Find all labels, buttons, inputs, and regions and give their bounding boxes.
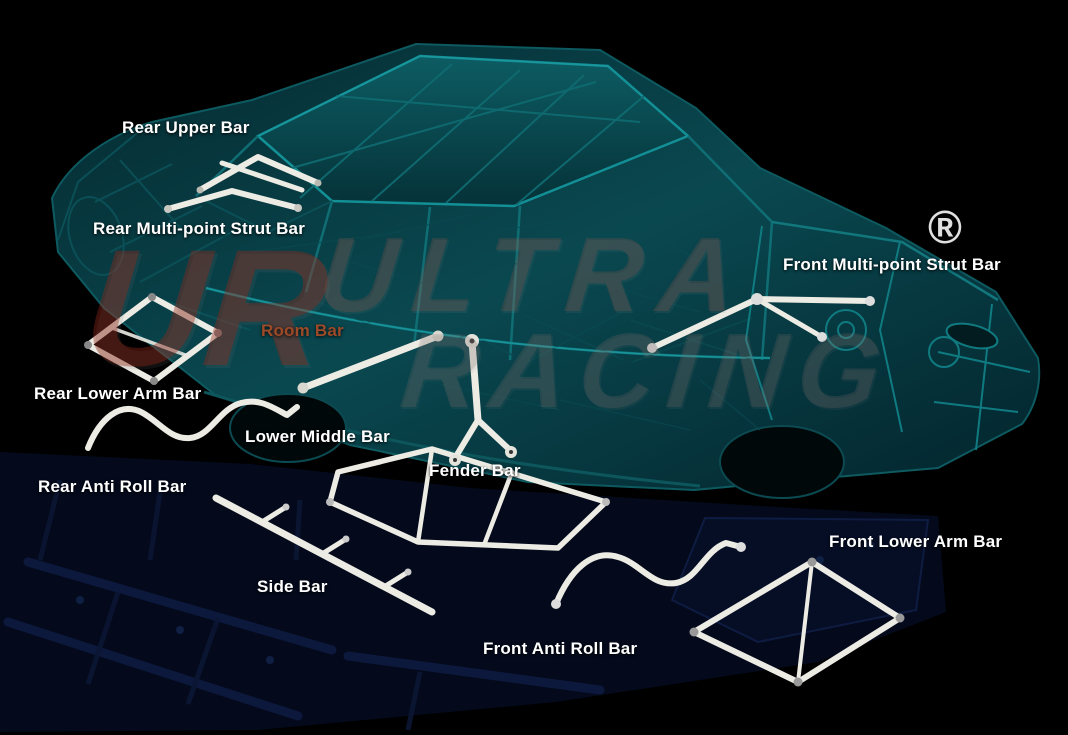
label-rear-anti-roll-bar: Rear Anti Roll Bar bbox=[38, 477, 187, 496]
label-front-lower-arm-bar: Front Lower Arm Bar bbox=[829, 532, 1003, 551]
label-front-anti-roll-bar: Front Anti Roll Bar bbox=[483, 639, 638, 658]
lower-middle-bar-part bbox=[326, 446, 610, 551]
rear-upper-bar-part bbox=[196, 154, 322, 194]
label-rear-upper-bar: Rear Upper Bar bbox=[122, 118, 250, 137]
label-side-bar: Side Bar bbox=[257, 577, 328, 596]
car-body-frame bbox=[50, 42, 1041, 499]
rear-lower-arm-bar-part bbox=[84, 293, 222, 385]
strut-bars bbox=[84, 154, 905, 687]
front-lower-arm-bar-part bbox=[689, 557, 905, 687]
under-chassis bbox=[0, 452, 946, 732]
label-rear-multi-point-strut-bar: Rear Multi-point Strut Bar bbox=[93, 219, 306, 238]
label-rear-lower-arm-bar: Rear Lower Arm Bar bbox=[34, 384, 202, 403]
label-front-multi-point-strut-bar: Front Multi-point Strut Bar bbox=[783, 255, 1001, 274]
label-lower-middle-bar: Lower Middle Bar bbox=[245, 427, 390, 446]
label-fender-bar: Fender Bar bbox=[429, 461, 521, 480]
front-multi-point-strut-bar-part bbox=[647, 293, 875, 353]
front-anti-roll-bar-part bbox=[551, 540, 746, 609]
room-bar-part bbox=[297, 330, 444, 394]
label-room-bar: Room Bar bbox=[261, 321, 344, 340]
rear-anti-roll-bar-part bbox=[85, 398, 300, 451]
rear-multi-point-strut-bar-part bbox=[164, 188, 302, 213]
registered-trademark: ® bbox=[928, 201, 962, 253]
side-bar-part bbox=[212, 494, 436, 616]
fender-bar-part bbox=[449, 334, 517, 466]
